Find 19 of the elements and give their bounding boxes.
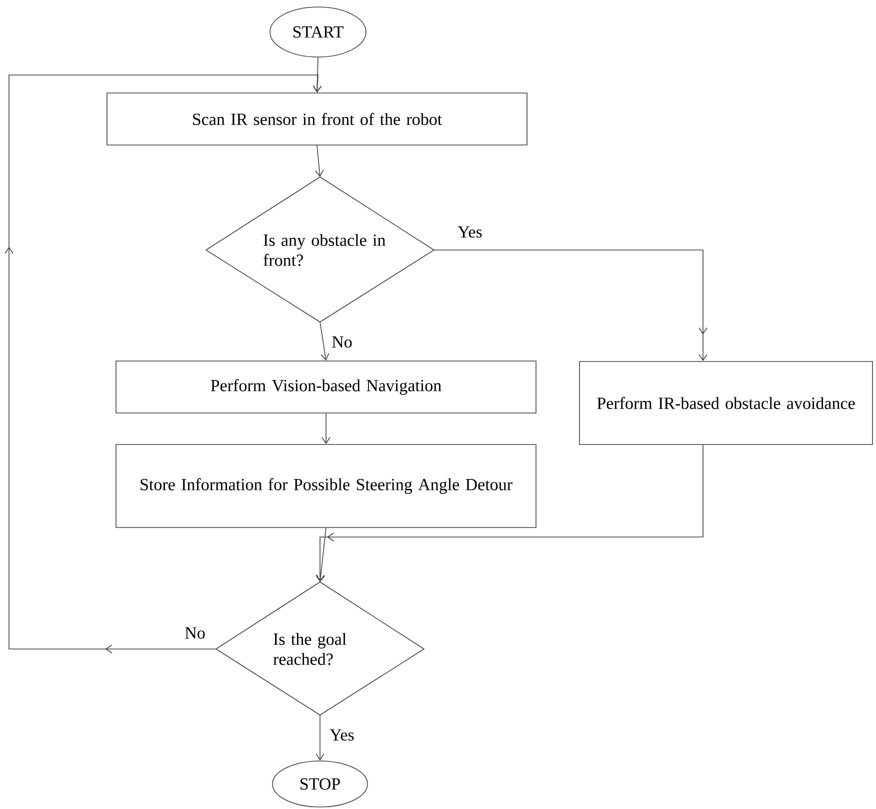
arrow bbox=[316, 714, 324, 761]
process-box: Store Information for Possible Steering Angle Detour bbox=[116, 444, 536, 528]
edge-label: No bbox=[184, 626, 206, 640]
arrow bbox=[312, 57, 322, 93]
arrow bbox=[4, 74, 322, 654]
terminal-oval: STOP bbox=[272, 760, 368, 808]
process-box: Scan IR sensor in front of the robot bbox=[106, 92, 528, 146]
terminal-oval: START bbox=[270, 6, 366, 58]
process-box: Perform IR-based obstacle avoidance bbox=[579, 361, 873, 445]
arrow bbox=[314, 145, 324, 177]
arrow bbox=[322, 413, 330, 444]
arrow bbox=[320, 322, 330, 361]
arrow bbox=[316, 528, 326, 582]
arrow bbox=[434, 250, 708, 362]
edge-label: No bbox=[330, 335, 354, 349]
edge-label: Yes bbox=[456, 225, 484, 239]
arrow bbox=[316, 444, 704, 582]
edge-label: Yes bbox=[328, 728, 356, 742]
process-box: Perform Vision-based Navigation bbox=[116, 360, 536, 414]
